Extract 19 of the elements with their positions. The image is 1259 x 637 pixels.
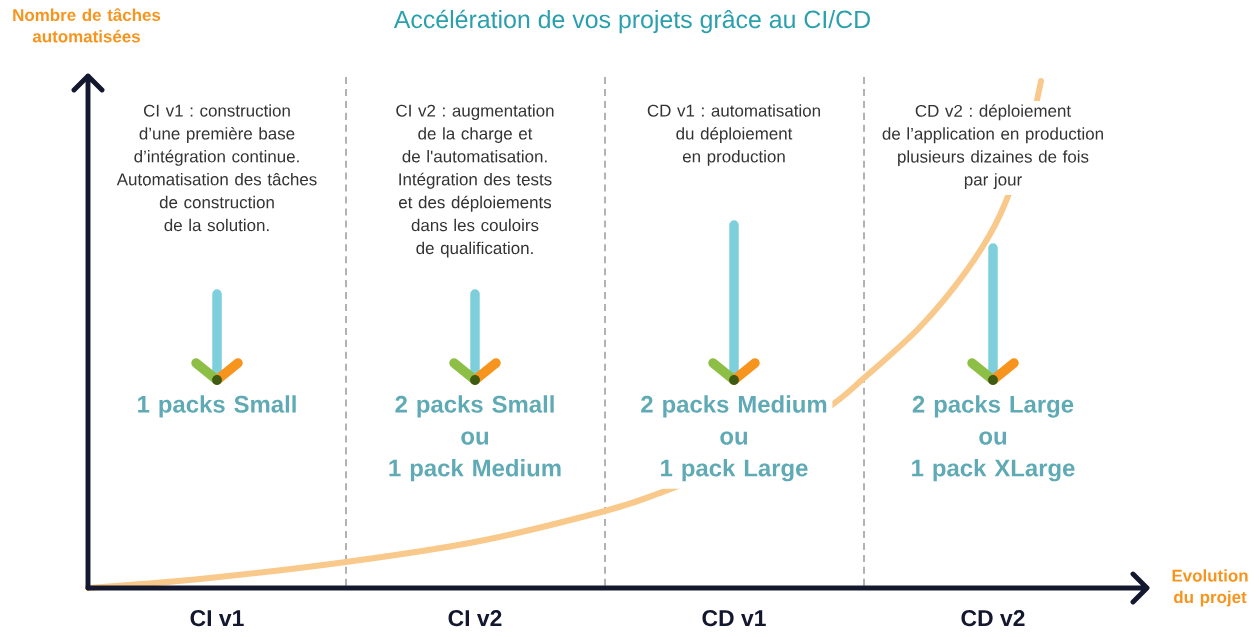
arrow (967, 243, 1019, 385)
phase-description: CI v2 : augmentation de la charge et de l'automatisation. Intégration des tests et des déploiements dans les couloirs de qualification. (396, 104, 554, 258)
arrow (449, 289, 501, 385)
pack-option: 1 packs Small (138, 395, 296, 418)
axis-title: Nombre de tâches automatisées (13, 8, 161, 43)
arrow (191, 289, 243, 385)
pack-option: 2 packs Small ou 1 pack Medium (389, 395, 561, 482)
phase-label: CI v2 (448, 610, 502, 627)
phase-description: CD v1 : automatisation du déploiement en production (647, 104, 820, 166)
phase-label: CD v1 (702, 610, 766, 627)
title: Accélération de vos projets grâce au CI/CD (393, 9, 870, 34)
pack-option: 2 packs Medium ou 1 pack Large (641, 395, 827, 482)
phase-description: CD v2 : déploiement de l’application en production plusieurs dizaines de fois par jour (882, 104, 1103, 189)
phase-label: CD v2 (961, 610, 1025, 627)
axis-title: Evolution du projet (1172, 569, 1248, 607)
phase-label: CI v1 (190, 610, 244, 627)
arrow (708, 220, 760, 385)
pack-option: 2 packs Large ou 1 pack XLarge (912, 395, 1075, 482)
phase-description: CI v1 : construction d’une première base d’intégration continue. Automatisation des tâches de construction de la solution. (116, 104, 317, 232)
